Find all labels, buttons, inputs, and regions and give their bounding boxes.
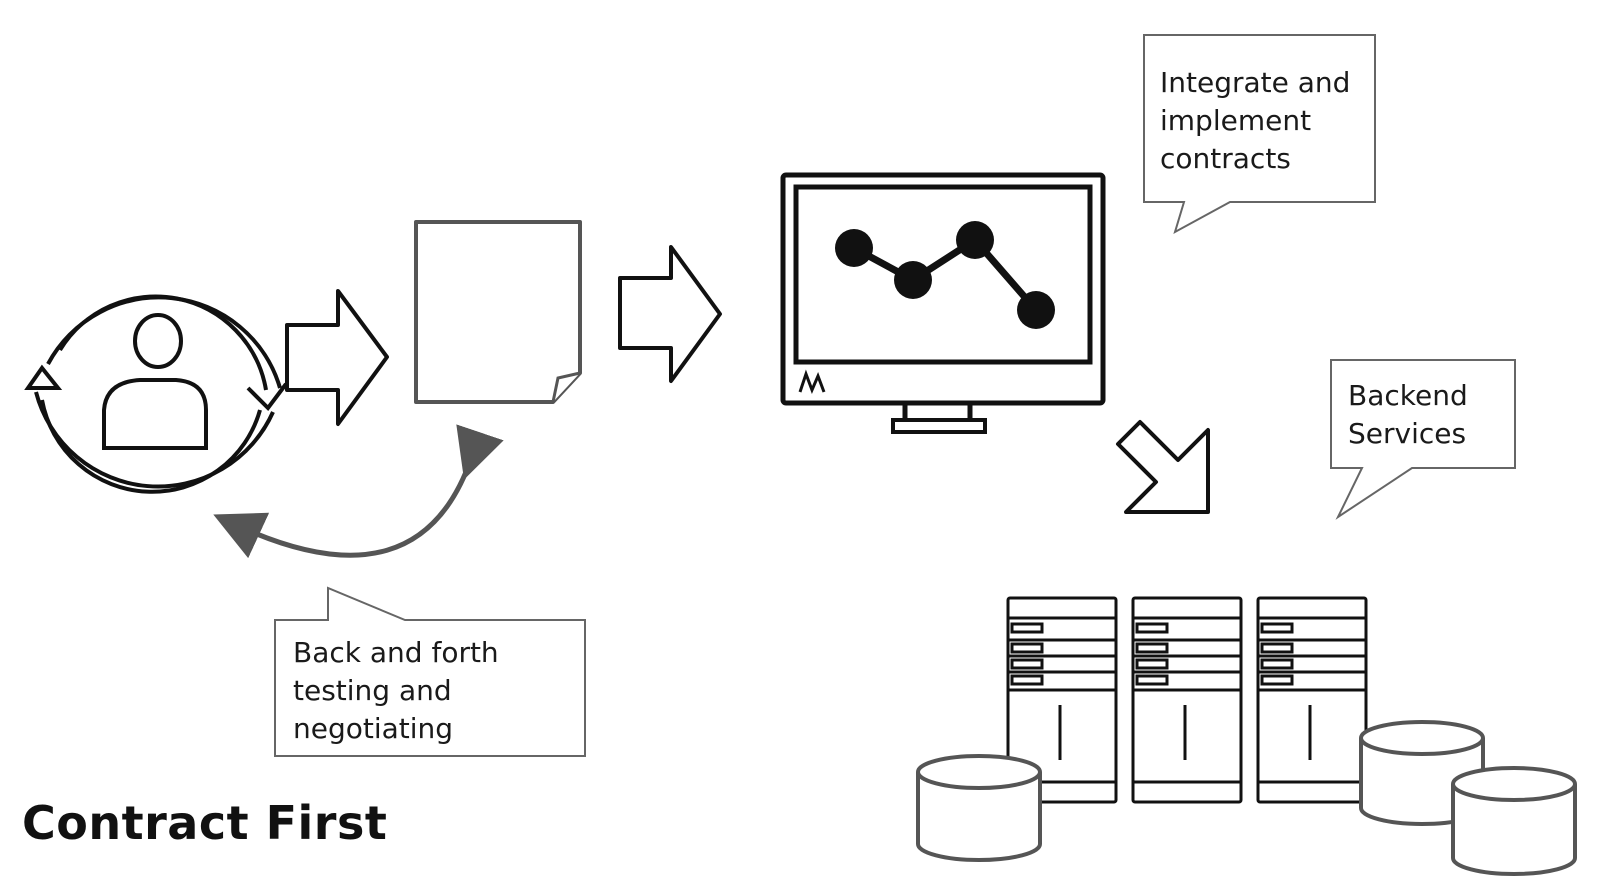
flow-arrow-2 [618,245,722,383]
document-icon [414,220,582,404]
monitor-chart-icon [780,172,1106,434]
callout-integrate-text: Integrate and implement contracts [1160,66,1351,175]
callout-negotiate-text: Back and forth testing and negotiating [293,636,499,745]
callout-negotiate-box [274,586,586,757]
chart-line-icon [835,221,1055,329]
database-icon [916,720,1577,876]
callout-integrate-box [1143,34,1376,235]
page-title: Contract First [22,796,388,850]
callout-backend-text: Backend Services [1348,379,1468,450]
flow-arrow-3 [1116,420,1210,514]
server-rack-icon [1006,596,1368,804]
flow-arrow-1 [285,289,389,426]
person-cycle-icon [24,294,288,494]
callout-backend-box [1330,359,1516,520]
feedback-arrow [213,424,504,559]
